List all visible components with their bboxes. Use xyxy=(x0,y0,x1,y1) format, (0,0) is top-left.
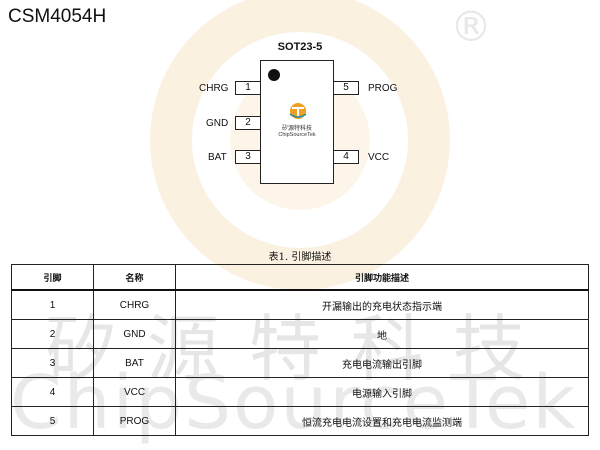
cell-name: BAT xyxy=(93,348,176,378)
pin-3-name: BAT xyxy=(208,152,227,163)
cell-name: VCC xyxy=(93,377,176,407)
cell-description: 充电电流输出引脚 xyxy=(175,348,589,378)
pin-2-name: GND xyxy=(206,118,229,129)
pin-1-name: CHRG xyxy=(199,83,229,94)
cell-name: PROG xyxy=(93,406,176,436)
cell-description: 地 xyxy=(175,319,589,349)
pin-4-name: VCC xyxy=(368,152,390,163)
document-title: CSM4054H xyxy=(8,6,107,27)
pin1-marker-icon xyxy=(268,69,280,81)
header-description: 引脚功能描述 xyxy=(175,264,589,291)
cell-description: 开漏输出的充电状态指示端 xyxy=(175,289,589,320)
table-row: 2 GND 地 xyxy=(11,319,589,349)
watermark-registered-mark: ® xyxy=(450,2,492,51)
table-row: 1 CHRG 开漏输出的充电状态指示端 xyxy=(11,289,589,320)
pin-1-box: 1 xyxy=(235,81,261,95)
cell-description: 电源输入引脚 xyxy=(175,377,589,407)
cell-name: GND xyxy=(93,319,176,349)
pin-3-box: 3 xyxy=(235,150,261,164)
logo-text-cn: 矽源特科技 xyxy=(281,125,312,132)
cell-pin: 4 xyxy=(11,377,94,407)
package-name: SOT23-5 xyxy=(277,41,323,53)
pin-description-table: 引脚 名称 引脚功能描述 1 CHRG 开漏输出的充电状态指示端 2 GND 地… xyxy=(11,264,589,436)
header-pin: 引脚 xyxy=(11,264,94,291)
header-name: 名称 xyxy=(93,264,176,291)
table-caption: 表1. 引脚描述 xyxy=(268,252,332,263)
table-row: 5 PROG 恒流充电电流设置和充电电流监测端 xyxy=(11,406,589,436)
cell-pin: 5 xyxy=(11,406,94,436)
pin-4-box: 4 xyxy=(333,150,359,164)
pin-2-box: 2 xyxy=(235,116,261,130)
table-row: 3 BAT 充电电流输出引脚 xyxy=(11,348,589,378)
table-row: 4 VCC 电源输入引脚 xyxy=(11,377,589,407)
pin-5-name: PROG xyxy=(368,83,398,94)
company-logo-icon xyxy=(289,103,307,119)
logo-text-en: ChipSourceTek xyxy=(278,132,316,138)
cell-pin: 2 xyxy=(11,319,94,349)
cell-pin: 1 xyxy=(11,289,94,320)
pin-5-box: 5 xyxy=(333,81,359,95)
cell-name: CHRG xyxy=(93,289,176,320)
cell-pin: 3 xyxy=(11,348,94,378)
table-header-row: 引脚 名称 引脚功能描述 xyxy=(11,264,589,291)
cell-description: 恒流充电电流设置和充电电流监测端 xyxy=(175,406,589,436)
